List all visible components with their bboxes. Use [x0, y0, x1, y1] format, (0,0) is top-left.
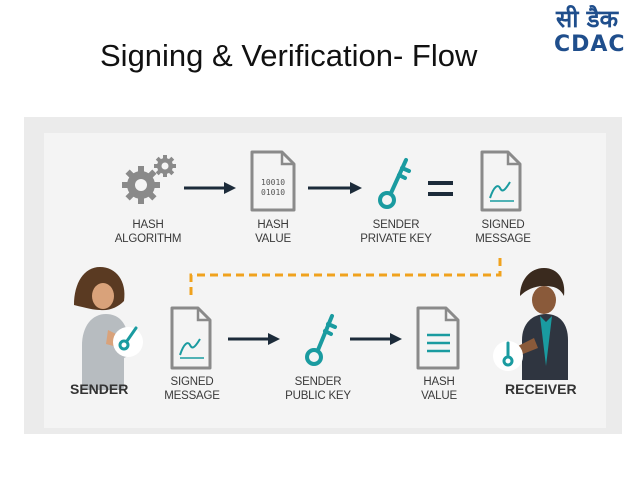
arrow-4	[350, 333, 402, 345]
slide-title: Signing & Verification- Flow	[100, 38, 478, 73]
label-hash-algorithm: HASH ALGORITHM	[114, 219, 182, 245]
private-key-icon	[378, 158, 411, 209]
label-hash-value-top: HASH VALUE	[255, 219, 291, 245]
arrow-2	[308, 182, 362, 194]
label-sender: SENDER	[70, 381, 129, 397]
gears-icon	[122, 155, 176, 204]
signed-document-icon-bottom	[170, 306, 212, 370]
label-hash-value-bottom: HASH VALUE	[421, 376, 457, 402]
arrow-1	[184, 182, 236, 194]
dashed-connector	[189, 258, 502, 300]
logo-hindi-text: सी डैक	[556, 5, 619, 33]
equals-icon	[428, 181, 453, 196]
sender-key-icon	[118, 326, 138, 351]
text-document-icon	[416, 306, 460, 370]
label-sender-private-key: SENDER PRIVATE KEY	[360, 219, 432, 245]
public-key-icon	[305, 314, 337, 366]
label-signed-message-top: SIGNED MESSAGE	[475, 219, 531, 245]
receiver-person-icon	[514, 268, 568, 380]
receiver-key-icon	[502, 341, 514, 367]
logo-english-text: CDAC	[554, 32, 626, 57]
cdac-logo: सी डैक CDAC	[552, 2, 638, 60]
binary-line-2: 01010	[261, 188, 285, 197]
label-receiver: RECEIVER	[505, 381, 577, 397]
label-sender-public-key: SENDER PUBLIC KEY	[285, 376, 351, 402]
binary-document-icon: 10010 01010	[250, 150, 296, 212]
binary-line-1: 10010	[261, 178, 285, 187]
signed-document-icon-top	[480, 150, 522, 212]
label-signed-message-bottom: SIGNED MESSAGE	[164, 376, 220, 402]
arrow-3	[228, 333, 280, 345]
